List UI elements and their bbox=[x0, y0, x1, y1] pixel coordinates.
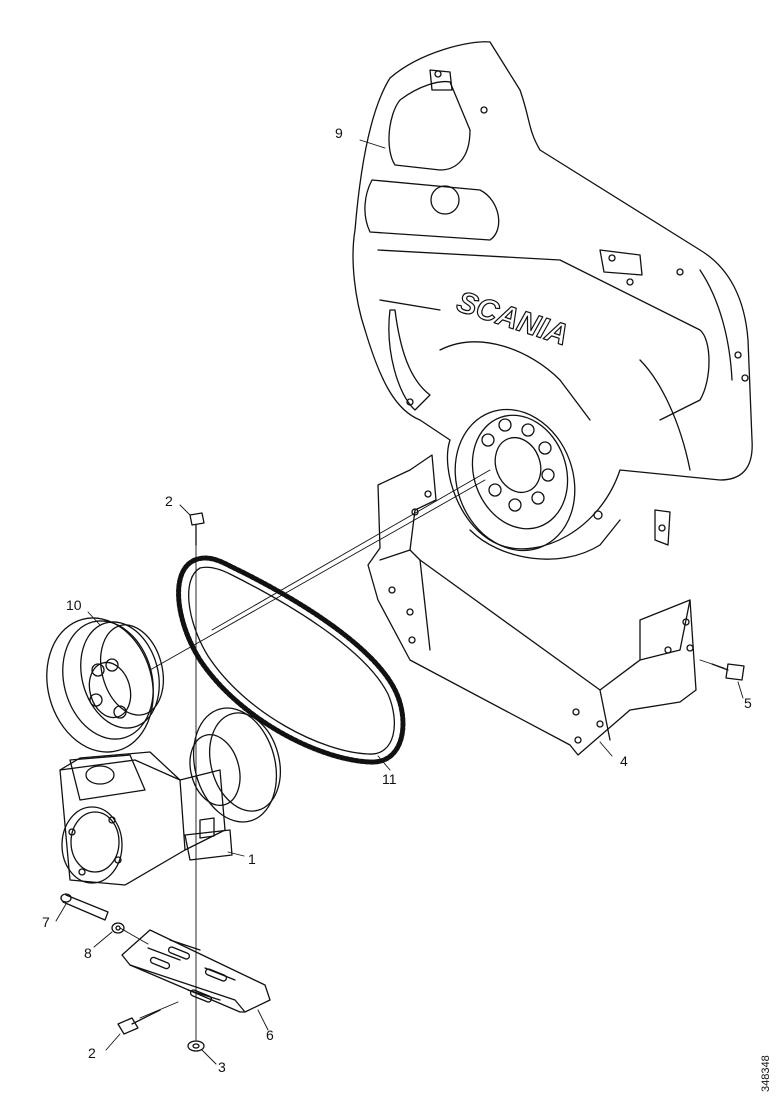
leader-lines bbox=[55, 139, 744, 1065]
bolt-left bbox=[117, 1009, 161, 1035]
callout-10: 10 bbox=[66, 597, 82, 613]
callout-8: 8 bbox=[84, 945, 92, 961]
nut-bottom bbox=[187, 1040, 205, 1052]
assembly-lines bbox=[119, 469, 725, 1041]
callout-7: 7 bbox=[42, 914, 50, 930]
mounting-bracket bbox=[367, 454, 697, 756]
callout-1: 1 bbox=[248, 851, 256, 867]
long-bolt bbox=[60, 893, 109, 921]
callout-4: 4 bbox=[620, 753, 628, 769]
bolt-top bbox=[189, 512, 205, 546]
callout-6: 6 bbox=[266, 1027, 274, 1043]
crank-pulley bbox=[454, 408, 621, 560]
callout-2-top: 2 bbox=[165, 493, 173, 509]
callout-11: 11 bbox=[382, 771, 397, 787]
washer bbox=[111, 922, 125, 934]
callout-9: 9 bbox=[335, 125, 343, 141]
figure-id: 348348 bbox=[760, 1055, 772, 1092]
bolt-right bbox=[711, 663, 745, 681]
callout-5: 5 bbox=[744, 695, 752, 711]
drive-belt bbox=[176, 555, 406, 765]
callout-2-bottom: 2 bbox=[88, 1045, 96, 1061]
pump-pulley bbox=[46, 617, 164, 753]
pump-unit bbox=[59, 707, 281, 886]
timing-cover: SCANIA bbox=[352, 41, 753, 550]
callout-3: 3 bbox=[218, 1059, 226, 1075]
base-plate bbox=[121, 929, 271, 1013]
